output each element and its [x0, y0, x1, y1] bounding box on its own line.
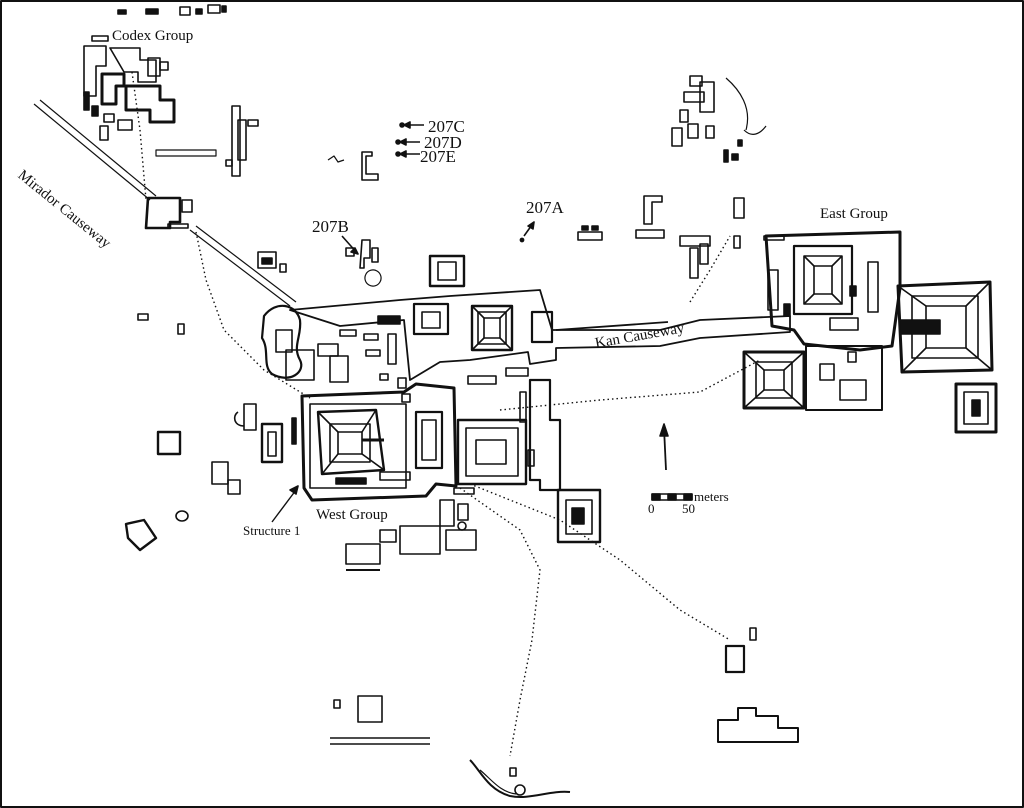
far-south-structures [330, 627, 799, 798]
central-pyramids [339, 302, 554, 352]
label-207d: 207D [424, 133, 462, 152]
dotted-trails [131, 71, 761, 757]
structure-207-cde [327, 121, 424, 181]
south-structures [124, 263, 602, 571]
west-edge-structures [233, 304, 407, 464]
label-207c: 207C [428, 117, 465, 136]
north-arrow-icon [659, 423, 669, 471]
structure-1-label: Structure 1 [243, 523, 301, 538]
mirador-causeway-lines [33, 99, 297, 307]
label-207b: 207B [312, 217, 349, 236]
label-207a: 207A [526, 198, 564, 217]
scale-bar [651, 493, 693, 501]
mirador-node-structures [144, 105, 259, 230]
codex-group-structures [83, 35, 176, 141]
codex-group-label: Codex Group [112, 28, 194, 44]
contour-lines [725, 77, 767, 135]
central-north-structures [428, 195, 785, 288]
central-east-compound [453, 367, 562, 495]
north-small-structures [117, 4, 227, 16]
scale-unit-label: meters [694, 489, 729, 504]
west-group-label: West Group [316, 507, 388, 523]
west-group-compound [291, 382, 458, 502]
east-group-compound [742, 230, 998, 434]
structure-1-pointer [271, 485, 299, 523]
northeast-structures [671, 75, 743, 163]
structure-207a-marker [519, 221, 535, 243]
label-207e: 207E [420, 147, 456, 166]
east-group-label: East Group [820, 206, 888, 222]
scale-min-label: 0 [648, 501, 655, 516]
scale-max-label: 50 [682, 501, 695, 516]
central-plaza [289, 289, 791, 381]
structure-207b-marker [257, 235, 382, 287]
